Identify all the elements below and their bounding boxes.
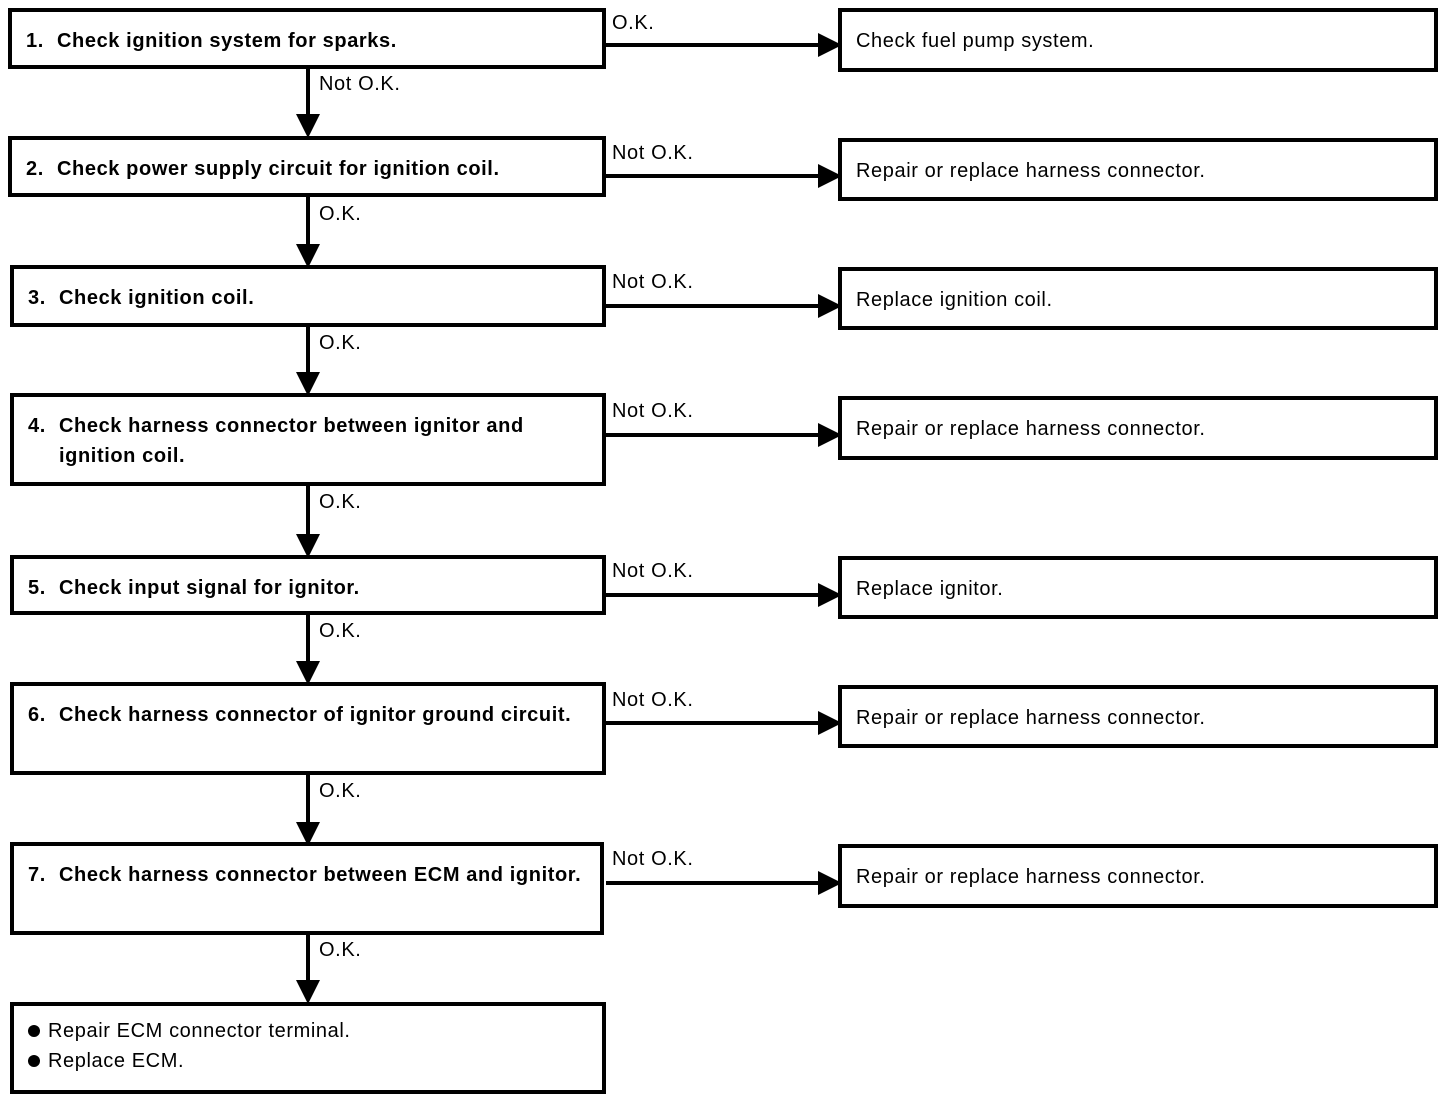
result-box-6: Repair or replace harness connector. xyxy=(838,685,1438,748)
result-text: Check fuel pump system. xyxy=(856,30,1095,52)
step-text: Check ignition coil. xyxy=(59,287,255,309)
final-box: Repair ECM connector terminal. Replace E… xyxy=(10,1002,606,1094)
final-item: Repair ECM connector terminal. xyxy=(28,1016,592,1046)
step-number: 6. xyxy=(28,704,46,726)
bullet-icon xyxy=(28,1025,40,1037)
result-text: Repair or replace harness connector. xyxy=(856,707,1206,729)
result-text: Replace ignitor. xyxy=(856,578,1004,600)
result-text: Repair or replace harness connector. xyxy=(856,418,1206,440)
step-number: 4. xyxy=(28,415,46,437)
side-label-6: Not O.K. xyxy=(612,689,694,711)
down-label-2: O.K. xyxy=(319,203,362,225)
step-box-2: 2. Check power supply circuit for igniti… xyxy=(8,136,606,197)
side-label-2: Not O.K. xyxy=(612,142,694,164)
step-text: Check ignition system for sparks. xyxy=(57,30,397,52)
step-box-4: 4. Check harness connector between ignit… xyxy=(10,393,606,486)
step-text: Check harness connector between ECM and … xyxy=(59,864,582,886)
bullet-icon xyxy=(28,1055,40,1067)
final-item-text: Repair ECM connector terminal. xyxy=(48,1020,351,1042)
step-number: 2. xyxy=(26,158,44,180)
final-item: Replace ECM. xyxy=(28,1046,592,1076)
step-text: Check harness connector of ignitor groun… xyxy=(59,704,572,726)
result-box-5: Replace ignitor. xyxy=(838,556,1438,619)
step-text: Check harness connector between ignitor … xyxy=(59,415,524,467)
step-number: 1. xyxy=(26,30,44,52)
result-text: Repair or replace harness connector. xyxy=(856,160,1206,182)
step-text: Check power supply circuit for ignition … xyxy=(57,158,500,180)
step-box-6: 6. Check harness connector of ignitor gr… xyxy=(10,682,606,775)
down-label-6: O.K. xyxy=(319,780,362,802)
side-label-5: Not O.K. xyxy=(612,560,694,582)
step-number: 7. xyxy=(28,864,46,886)
result-box-2: Repair or replace harness connector. xyxy=(838,138,1438,201)
final-item-text: Replace ECM. xyxy=(48,1050,185,1072)
step-number: 3. xyxy=(28,287,46,309)
down-label-5: O.K. xyxy=(319,620,362,642)
step-box-7: 7. Check harness connector between ECM a… xyxy=(10,842,604,935)
step-box-3: 3. Check ignition coil. xyxy=(10,265,606,327)
side-label-1: O.K. xyxy=(612,12,655,34)
result-box-7: Repair or replace harness connector. xyxy=(838,844,1438,908)
result-text: Repair or replace harness connector. xyxy=(856,866,1206,888)
down-label-3: O.K. xyxy=(319,332,362,354)
result-text: Replace ignition coil. xyxy=(856,289,1053,311)
step-number: 5. xyxy=(28,577,46,599)
step-box-5: 5. Check input signal for ignitor. xyxy=(10,555,606,615)
down-label-4: O.K. xyxy=(319,491,362,513)
side-label-4: Not O.K. xyxy=(612,400,694,422)
down-label-1: Not O.K. xyxy=(319,73,401,95)
result-box-3: Replace ignition coil. xyxy=(838,267,1438,330)
side-label-3: Not O.K. xyxy=(612,271,694,293)
result-box-4: Repair or replace harness connector. xyxy=(838,396,1438,460)
step-box-1: 1. Check ignition system for sparks. xyxy=(8,8,606,69)
step-text: Check input signal for ignitor. xyxy=(59,577,360,599)
side-label-7: Not O.K. xyxy=(612,848,694,870)
down-label-7: O.K. xyxy=(319,939,362,961)
result-box-1: Check fuel pump system. xyxy=(838,8,1438,72)
